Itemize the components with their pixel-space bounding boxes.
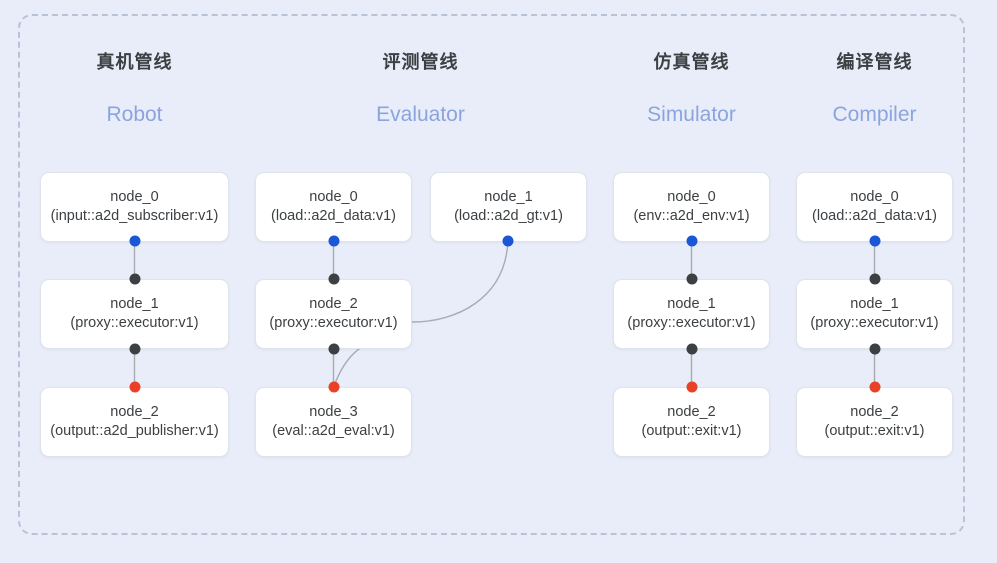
column-title-robot: 真机管线 [96, 52, 173, 72]
node-name: node_2 [110, 404, 159, 420]
node-simulator-0[interactable]: node_0 (env::a2d_env:v1) [613, 172, 770, 242]
port-input-compiler-2[interactable] [869, 381, 880, 393]
column-title-compiler: 编译管线 [836, 52, 913, 72]
column-title-simulator: 仿真管线 [653, 52, 730, 72]
port-output-simulator-0[interactable] [686, 235, 697, 247]
port-input-robot-2[interactable] [129, 381, 140, 393]
node-evaluator-0[interactable]: node_0 (load::a2d_data:v1) [255, 172, 412, 242]
column-title-evaluator: 评测管线 [382, 52, 459, 72]
node-type: (load::a2d_data:v1) [271, 208, 396, 224]
port-input-evaluator-3[interactable] [328, 381, 339, 393]
port-output-evaluator-1[interactable] [502, 235, 514, 247]
node-type: (proxy::executor:v1) [627, 315, 756, 331]
node-evaluator-3[interactable]: node_3 (eval::a2d_eval:v1) [255, 387, 412, 457]
column-evaluator: 评测管线 Evaluator [330, 48, 511, 127]
port-output-robot-0[interactable] [129, 235, 140, 247]
column-compiler: 编译管线 Compiler [784, 48, 965, 127]
node-name: node_1 [667, 296, 716, 312]
node-type: (env::a2d_env:v1) [633, 208, 750, 224]
node-type: (proxy::executor:v1) [269, 315, 398, 331]
node-type: (input::a2d_subscriber:v1) [50, 208, 219, 224]
port-output-evaluator-2[interactable] [328, 343, 339, 355]
node-compiler-2[interactable]: node_2 (output::exit:v1) [796, 387, 953, 457]
port-input-simulator-1[interactable] [686, 273, 697, 285]
node-type: (eval::a2d_eval:v1) [272, 423, 395, 439]
node-robot-1[interactable]: node_1 (proxy::executor:v1) [40, 279, 229, 349]
node-compiler-1[interactable]: node_1 (proxy::executor:v1) [796, 279, 953, 349]
port-output-simulator-1[interactable] [686, 343, 697, 355]
node-name: node_2 [309, 296, 358, 312]
node-type: (proxy::executor:v1) [810, 315, 939, 331]
pipeline-groups-frame [18, 14, 965, 535]
node-name: node_1 [484, 189, 533, 205]
node-type: (load::a2d_gt:v1) [454, 208, 563, 224]
column-robot: 真机管线 Robot [44, 48, 225, 127]
node-simulator-1[interactable]: node_1 (proxy::executor:v1) [613, 279, 770, 349]
port-input-compiler-1[interactable] [869, 273, 880, 285]
node-compiler-0[interactable]: node_0 (load::a2d_data:v1) [796, 172, 953, 242]
port-input-evaluator-2[interactable] [328, 273, 339, 285]
node-type: (output::a2d_publisher:v1) [50, 423, 219, 439]
port-output-compiler-1[interactable] [869, 343, 880, 355]
port-output-compiler-0[interactable] [869, 235, 880, 247]
port-output-evaluator-0[interactable] [328, 235, 339, 247]
node-evaluator-1[interactable]: node_1 (load::a2d_gt:v1) [430, 172, 587, 242]
column-subtitle-simulator: Simulator [647, 103, 736, 126]
port-input-simulator-2[interactable] [686, 381, 697, 393]
node-type: (proxy::executor:v1) [70, 315, 199, 331]
port-output-robot-1[interactable] [129, 343, 140, 355]
node-robot-0[interactable]: node_0 (input::a2d_subscriber:v1) [40, 172, 229, 242]
node-name: node_0 [667, 189, 716, 205]
node-name: node_3 [309, 404, 358, 420]
node-name: node_2 [667, 404, 716, 420]
node-name: node_2 [850, 404, 899, 420]
column-subtitle-compiler: Compiler [832, 103, 917, 126]
node-type: (load::a2d_data:v1) [812, 208, 937, 224]
node-simulator-2[interactable]: node_2 (output::exit:v1) [613, 387, 770, 457]
column-subtitle-robot: Robot [106, 103, 163, 126]
node-name: node_1 [850, 296, 899, 312]
node-name: node_0 [309, 189, 358, 205]
node-name: node_0 [110, 189, 159, 205]
column-subtitle-evaluator: Evaluator [376, 103, 465, 126]
node-type: (output::exit:v1) [824, 423, 925, 439]
node-name: node_0 [850, 189, 899, 205]
column-simulator: 仿真管线 Simulator [601, 48, 782, 127]
node-type: (output::exit:v1) [641, 423, 742, 439]
port-input-robot-1[interactable] [129, 273, 140, 285]
node-evaluator-2[interactable]: node_2 (proxy::executor:v1) [255, 279, 412, 349]
node-robot-2[interactable]: node_2 (output::a2d_publisher:v1) [40, 387, 229, 457]
node-name: node_1 [110, 296, 159, 312]
